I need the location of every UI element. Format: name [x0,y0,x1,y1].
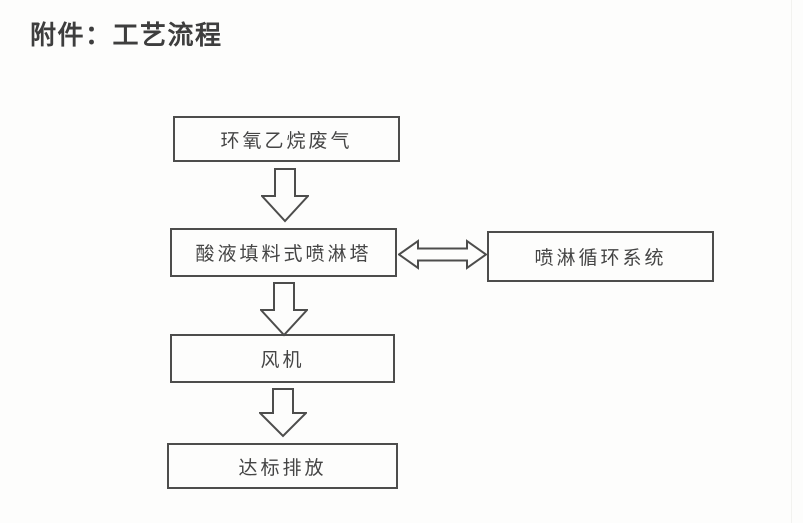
flow-node-discharge: 达标排放 [167,443,398,489]
double-arrow-icon [398,239,487,270]
flow-node-spray-circulation: 喷淋循环系统 [487,231,714,282]
down-arrow-icon [259,388,307,438]
page-title: 附件：工艺流程 [30,21,223,50]
scan-artifact-line [791,0,792,523]
flow-node-spray-tower: 酸液填料式喷淋塔 [170,228,397,277]
flow-node-fan: 风机 [170,334,395,383]
down-arrow-icon [261,168,309,223]
flow-node-waste-gas: 环氧乙烷废气 [173,116,400,162]
down-arrow-icon [260,282,308,337]
